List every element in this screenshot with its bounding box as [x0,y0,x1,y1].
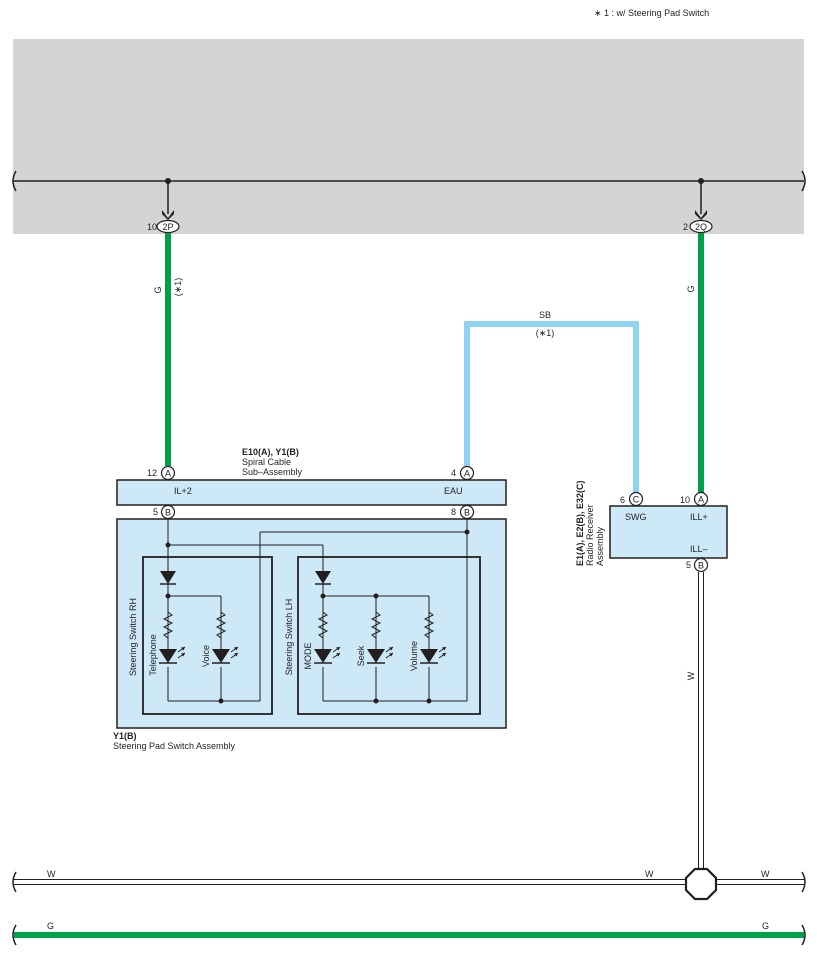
top-bus-right-break [801,170,806,192]
pin-number: 8 [451,507,456,517]
bus-break [801,871,806,893]
bus-break [801,924,806,946]
junction-dots [165,529,470,704]
connector-pill [689,219,713,234]
pin-number: 5 [686,560,691,570]
component-code: E10(A), Y1(B) [242,447,299,457]
connector-label: A [698,495,704,505]
switch-rh-label: Steering Switch RH [128,598,138,676]
terminal-label: EAU [444,486,463,496]
wire-color-label: W [761,869,770,879]
pin-number: 12 [147,468,157,478]
wire-color-label: G [47,921,54,931]
switch-lh-box [297,556,481,715]
junction-block [13,39,804,234]
connector-label: 2P [162,222,173,232]
terminal-label: SWG [625,512,647,522]
terminal-label: ILL– [690,544,708,554]
pin-number: 10 [147,222,157,232]
connector-label: 2Q [695,222,707,232]
component-name: Radio Receiver [585,504,595,566]
connector-circle [693,557,709,573]
wire-note-label: (∗1) [173,278,183,297]
component-name: Steering Pad Switch Assembly [113,741,236,751]
wire-color-label: W [686,671,696,680]
switch-rh-box [142,556,273,715]
wire-color-label: SB [539,310,551,320]
connector-label: C [633,495,640,505]
internal-wiring [167,519,468,702]
connector-pill [156,219,180,234]
radio-receiver-box [609,505,728,559]
led-label-telephone: Telephone [148,634,158,676]
bus-break [12,871,17,893]
connector-arrow-icon [695,210,707,220]
pin-number: 5 [153,507,158,517]
pin-number: 10 [680,495,690,505]
pin-number: 4 [451,468,456,478]
connector-label: A [165,469,171,479]
component-code: Y1(B) [113,731,137,741]
led-label-voice: Voice [201,645,211,667]
connector-label: B [698,561,704,571]
wire-color-label: W [645,869,654,879]
wire-sb [464,321,639,493]
wire-color-label: G [153,286,163,293]
switch-lh-label: Steering Switch LH [284,599,294,676]
wire-color-label: G [762,921,769,931]
terminal-label: ILL+ [690,512,708,522]
connector-label: A [464,469,470,479]
spiral-cable-box [116,479,507,506]
led-label-seek: Seek [356,645,366,666]
bus-break [12,924,17,946]
wire-note-label: (∗1) [536,328,555,338]
terminal-label: IL+2 [174,486,192,496]
component-name: Spiral Cable [242,457,291,467]
splice-point-icon [684,867,718,901]
connector-arrow-icon [162,210,174,220]
top-bus-left-break [12,170,17,192]
led-label-volume: Volume [409,641,419,671]
connector-label: B [464,508,470,518]
wire-color-label: G [686,285,696,292]
component-name: Assembly [595,526,605,566]
connector-label: B [165,508,171,518]
led-label-mode: MODE [303,643,313,670]
pin-number: 6 [620,495,625,505]
wire-color-label: W [47,869,56,879]
footnote: ∗ 1 : w/ Steering Pad Switch [594,8,709,18]
component-code: E1(A), E2(B), E32(C) [575,480,585,566]
component-name: Sub–Assembly [242,467,303,477]
pin-number: 2 [683,222,688,232]
